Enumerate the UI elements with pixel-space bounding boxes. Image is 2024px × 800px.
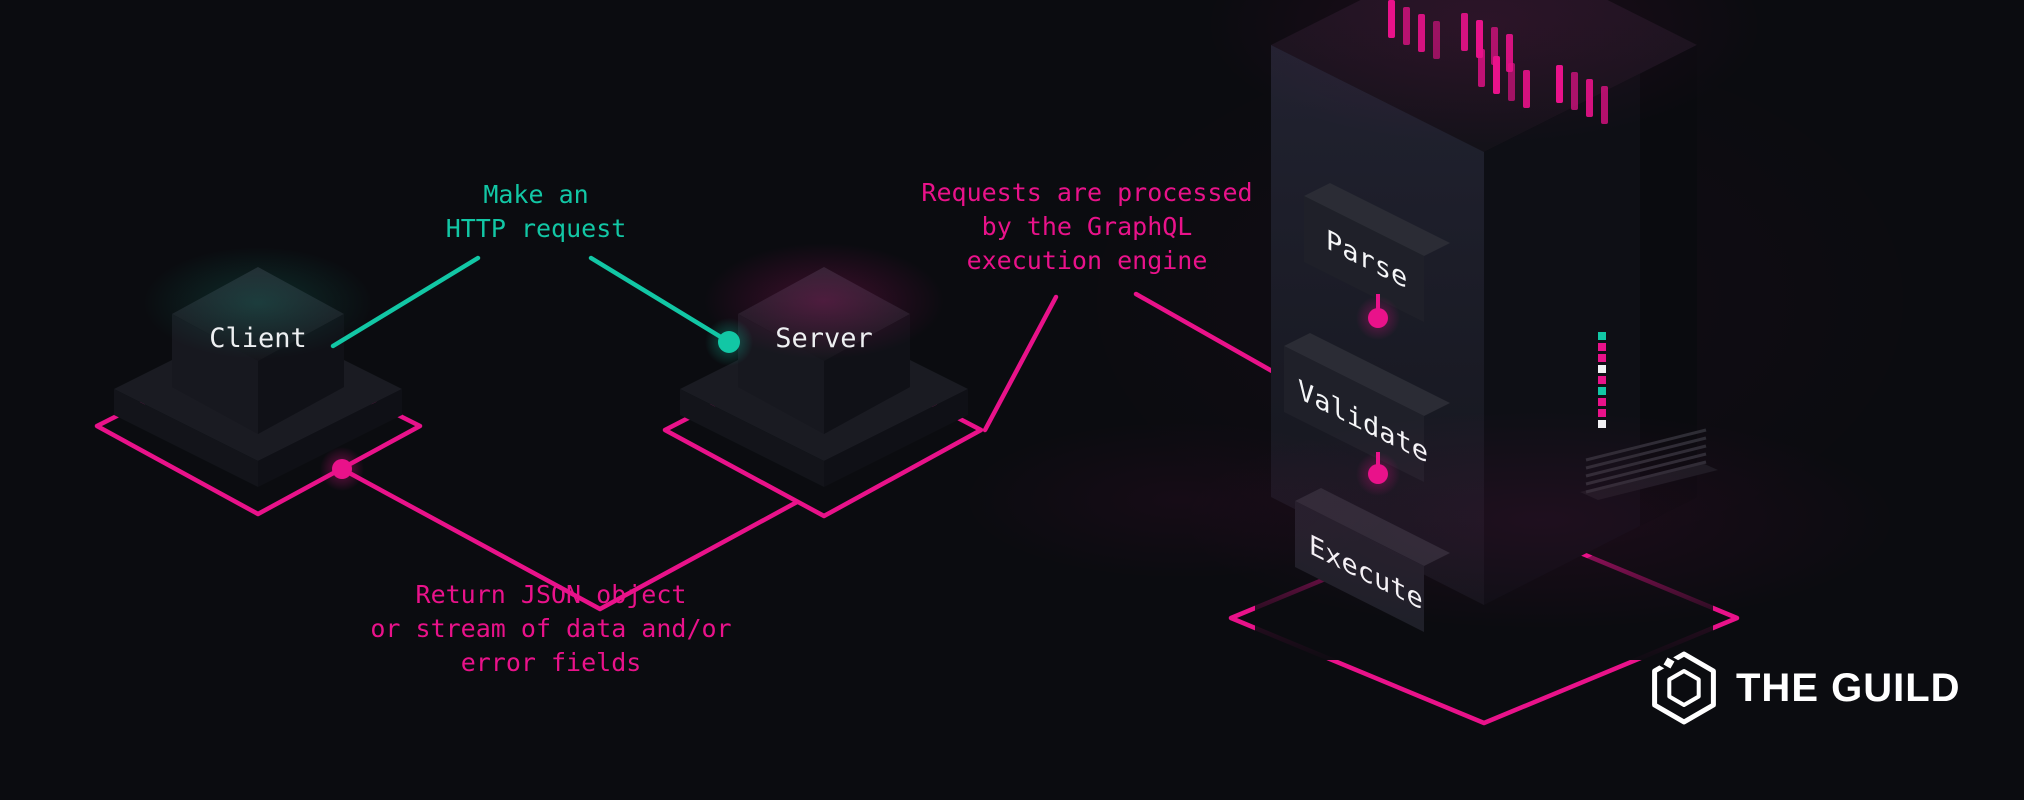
annotation-response: Return JSON object or stream of data and… <box>370 580 732 677</box>
brand-name: THE GUILD <box>1736 666 1961 710</box>
brand-logo: THE GUILD <box>1648 650 1961 726</box>
server-label: Server <box>775 323 873 354</box>
response-path <box>320 447 800 612</box>
annotation-http-request: Make an HTTP request <box>445 180 627 243</box>
guild-logo-icon <box>1652 651 1716 725</box>
engine-path-left <box>982 294 1059 433</box>
client-node <box>114 247 402 487</box>
response-endpoint-dot <box>332 459 352 479</box>
tower-right-panel <box>1640 45 1697 526</box>
client-label: Client <box>209 323 307 354</box>
tower-top-glow <box>1204 0 1764 145</box>
connector-dot <box>1368 308 1388 328</box>
beam-haze <box>960 420 1400 580</box>
server-node <box>680 243 968 487</box>
request-endpoint-dot <box>718 331 740 353</box>
annotation-engine: Requests are processed by the GraphQL ex… <box>921 178 1253 275</box>
request-path <box>330 255 753 366</box>
step-connector <box>1356 294 1400 340</box>
